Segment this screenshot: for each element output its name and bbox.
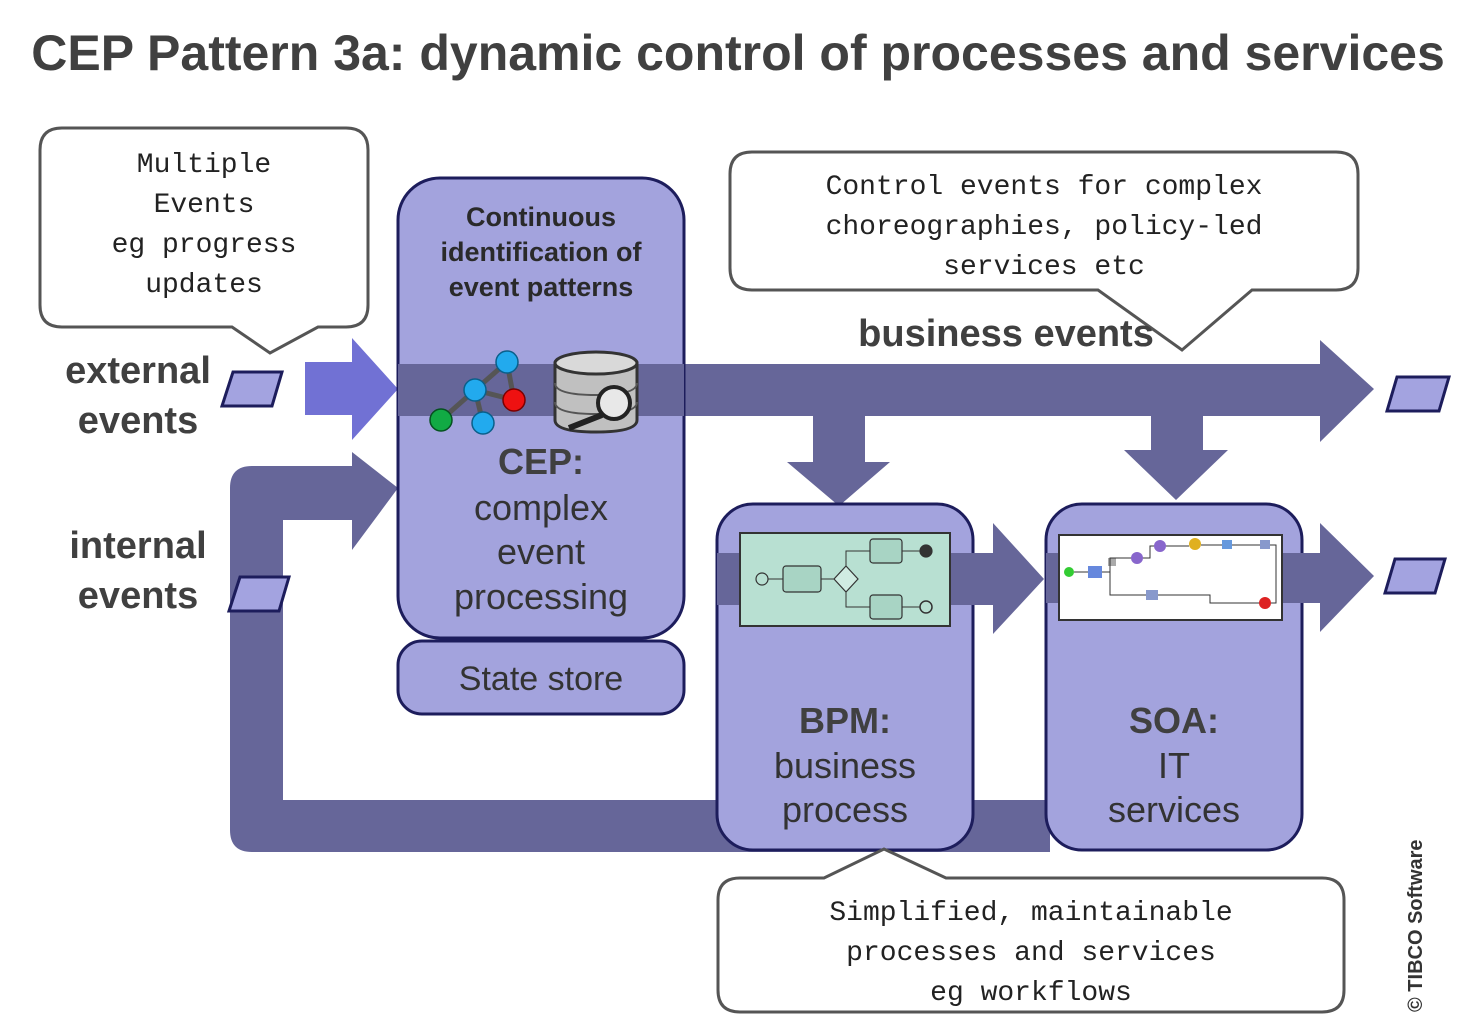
- callout-line: updates: [145, 270, 263, 301]
- down-arrow-to-soa: [1124, 416, 1228, 500]
- cep-body-line: processing: [454, 576, 628, 617]
- cep-header-line: event patterns: [449, 272, 634, 302]
- cep-body-line: complex: [474, 487, 608, 528]
- control-events-callout: Control events for complex choreographie…: [728, 150, 1360, 352]
- external-events-arrow: [305, 338, 398, 440]
- external-event-parallelogram: [219, 370, 285, 408]
- external-events-label: events: [78, 400, 198, 442]
- state-store-label: State store: [459, 660, 623, 698]
- callout-line: Control events for complex: [826, 172, 1263, 203]
- callout-line: eg workflows: [930, 978, 1132, 1009]
- bpm-process-diagram-thumbnail: [739, 532, 951, 627]
- callout-line: Multiple: [137, 150, 271, 181]
- soa-body-line: IT: [1158, 745, 1190, 786]
- internal-event-parallelogram: [226, 575, 292, 613]
- page-title: CEP Pattern 3a: dynamic control of proce…: [31, 25, 1445, 81]
- bpm-body-line: business: [774, 745, 916, 786]
- copyright-notice: © TIBCO Software: [1405, 839, 1427, 1012]
- down-arrow-to-bpm: [787, 416, 890, 506]
- external-events-label: external: [65, 350, 211, 392]
- internal-events-label: internal: [69, 525, 206, 567]
- cep-body-line: event: [497, 531, 585, 572]
- callout-line: Simplified, maintainable: [829, 898, 1232, 929]
- bpm-body-line: process: [782, 789, 908, 830]
- cep-header-line: identification of: [441, 237, 643, 267]
- callout-line: Events: [154, 190, 255, 221]
- callout-line: choreographies, policy-led: [826, 212, 1263, 243]
- business-events-band: [398, 364, 684, 416]
- state-store-box: [396, 639, 686, 716]
- multiple-events-callout: Multiple Events eg progress updates: [38, 126, 370, 355]
- business-events-label: business events: [858, 313, 1154, 355]
- cep-title: CEP:: [498, 441, 584, 482]
- callout-line: services etc: [943, 252, 1145, 283]
- event-pattern-graph-icon: [429, 350, 526, 435]
- soa-output-event-parallelogram: [1382, 557, 1448, 595]
- soa-title: SOA:: [1129, 700, 1219, 741]
- bpm-title: BPM:: [799, 700, 891, 741]
- business-event-parallelogram: [1384, 375, 1452, 413]
- simplified-callout: Simplified, maintainable processes and s…: [716, 847, 1346, 1014]
- callout-line: eg progress: [112, 230, 297, 261]
- soa-process-diagram-thumbnail: [1058, 534, 1283, 621]
- soa-body-line: services: [1108, 789, 1240, 830]
- database-search-icon: [553, 350, 639, 434]
- callout-line: processes and services: [846, 938, 1216, 969]
- internal-events-label: events: [78, 575, 198, 617]
- cep-header-line: Continuous: [466, 202, 616, 232]
